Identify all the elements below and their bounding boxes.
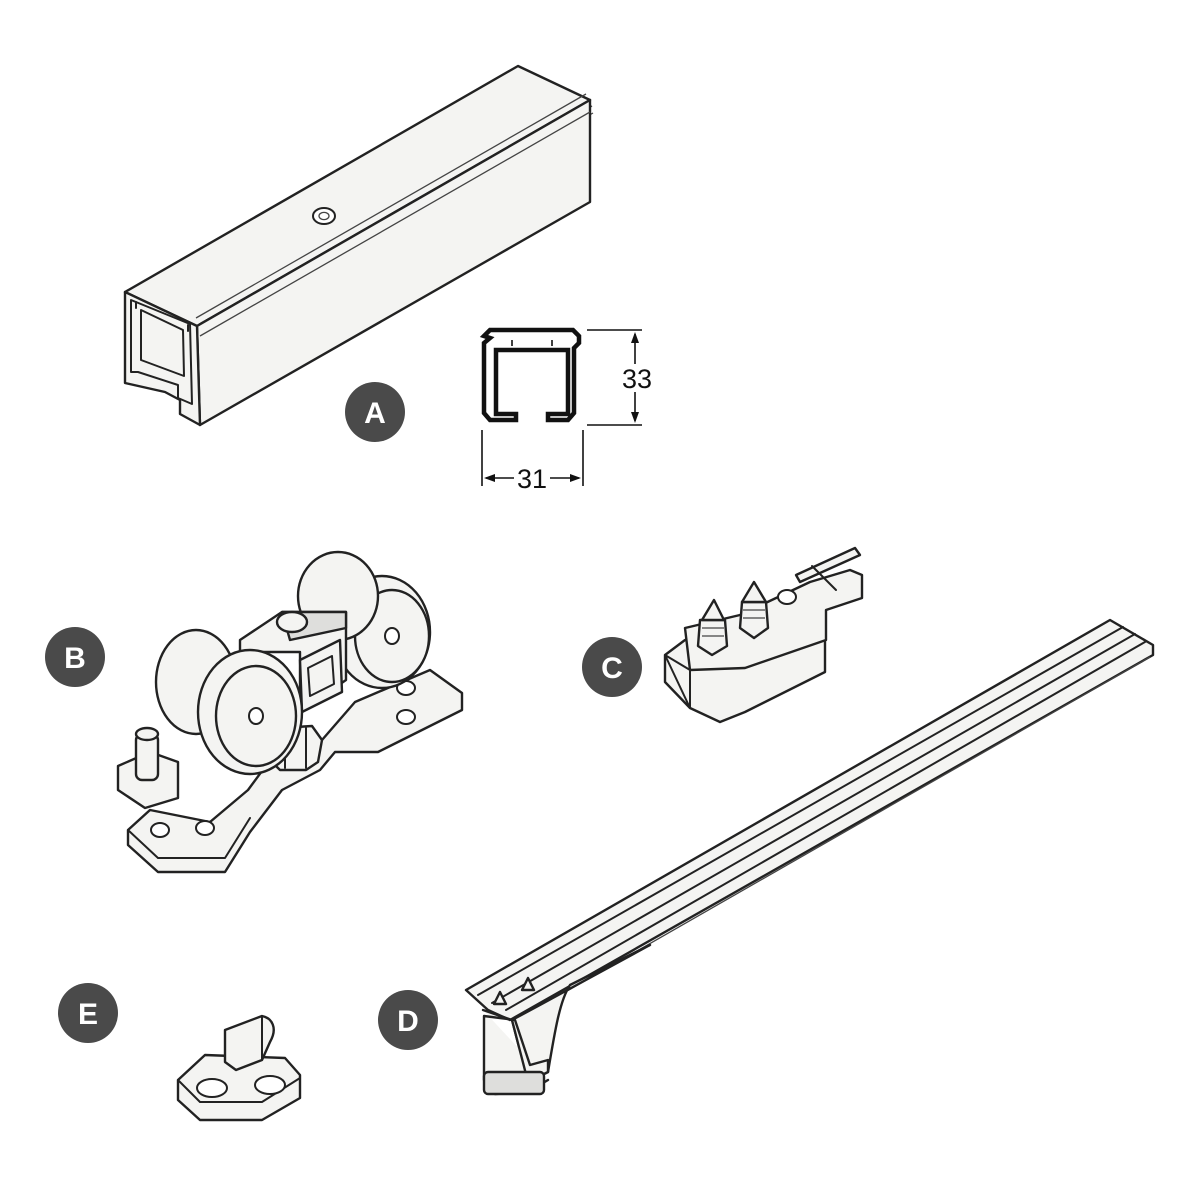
badge-e: E [58,983,118,1043]
badge-a-label: A [364,397,386,430]
badge-b-label: B [64,642,86,675]
badge-a: A [345,382,405,442]
plate-hole [195,820,215,836]
badge-d: D [378,990,438,1050]
floor-guide [176,1014,302,1122]
roller-carriage [116,550,464,874]
width-dimension: 31 [517,464,547,494]
track-rail [123,64,594,427]
badge-b: B [45,627,105,687]
guide-bracket [663,546,864,724]
track-screw-hole [312,207,336,225]
plate-hole [396,709,416,725]
height-dimension: 33 [622,364,652,394]
track-profile-section: 33 31 [479,327,652,494]
badge-d-label: D [397,1005,419,1038]
badge-e-label: E [78,998,98,1031]
guide-rail [464,618,1155,1096]
plate-hole [150,822,170,838]
badge-c: C [582,637,642,697]
badge-c-label: C [601,652,623,685]
